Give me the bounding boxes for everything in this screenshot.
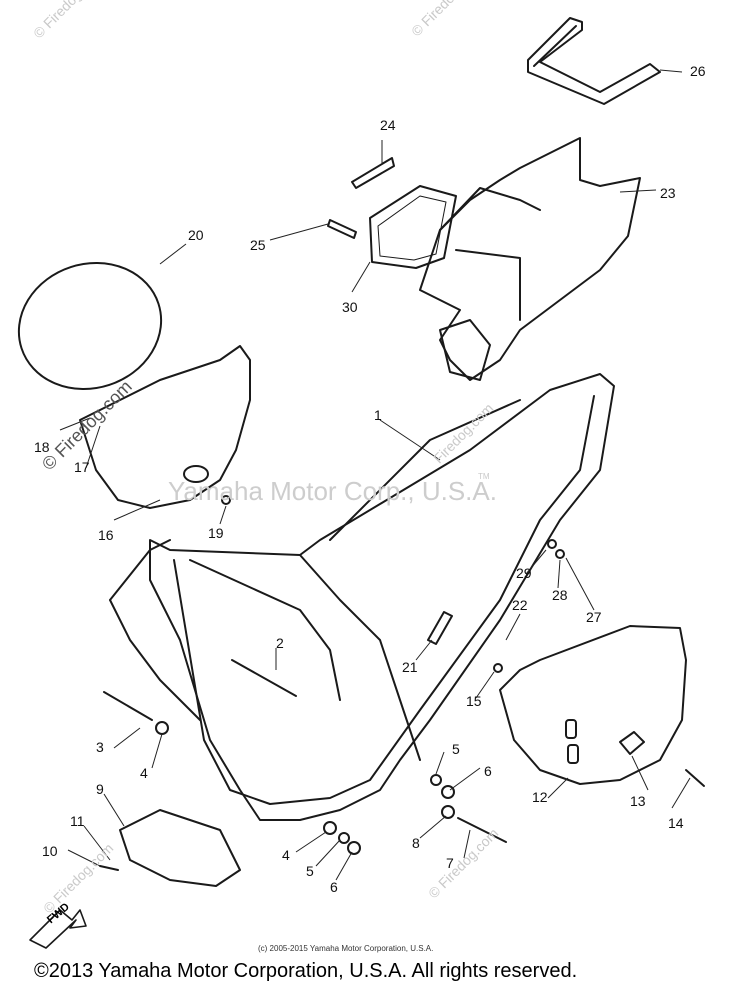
callout-3: 3 — [96, 739, 104, 755]
bracket-21 — [427, 611, 453, 645]
callout-5b: 5 — [306, 863, 314, 879]
bracket-24 — [351, 157, 395, 189]
screw-10 — [99, 865, 119, 871]
callout-10: 10 — [42, 843, 58, 859]
callout-14: 14 — [668, 815, 684, 831]
callout-9: 9 — [96, 781, 104, 797]
callout-26: 26 — [690, 63, 706, 79]
callout-19: 19 — [208, 525, 224, 541]
callout-13: 13 — [630, 793, 646, 809]
callout-21: 21 — [402, 659, 418, 675]
bracket-25 — [327, 219, 357, 239]
grommet-19 — [221, 495, 231, 505]
bolt-2 — [231, 659, 297, 697]
nut-15 — [493, 663, 503, 673]
screw-14 — [685, 769, 705, 787]
nut-6 — [441, 785, 455, 799]
callout-8: 8 — [412, 835, 420, 851]
callout-6b: 6 — [330, 879, 338, 895]
callout-25: 25 — [250, 237, 266, 253]
callout-30: 30 — [342, 299, 358, 315]
callout-4: 4 — [140, 765, 148, 781]
nut-6b — [347, 841, 361, 855]
leader-lines — [59, 69, 691, 881]
washer-8 — [441, 805, 455, 819]
callout-15: 15 — [466, 693, 482, 709]
main-frame — [109, 373, 615, 821]
callout-6: 6 — [484, 763, 492, 779]
callout-18-visible: 18 — [34, 439, 50, 455]
washer-5 — [430, 774, 442, 786]
callout-12: 12 — [532, 789, 548, 805]
washer-4b — [323, 821, 337, 835]
callout-22: 22 — [512, 597, 528, 613]
callout-11: 11 — [70, 813, 85, 829]
callout-4b: 4 — [282, 847, 290, 863]
grab-handle — [527, 17, 661, 105]
bolt-3 — [103, 691, 153, 721]
callout-17: 17 — [74, 459, 90, 475]
callout-27: 27 — [586, 609, 602, 625]
watermark-tm: TM — [478, 472, 490, 481]
rear-fender — [419, 137, 641, 381]
callout-29: 29 — [516, 565, 532, 581]
small-copyright: (c) 2005-2015 Yamaha Motor Corporation, … — [258, 944, 434, 953]
grommet-29 — [547, 539, 557, 549]
callout-24: 24 — [380, 117, 396, 133]
callout-7: 7 — [446, 855, 454, 871]
copyright-notice: ©2013 Yamaha Motor Corporation, U.S.A. A… — [34, 960, 578, 982]
grommet-28 — [555, 549, 565, 559]
side-cover-right — [499, 625, 687, 785]
washer-4 — [155, 721, 169, 735]
bolt-7 — [457, 817, 507, 843]
skid-plate — [119, 809, 241, 887]
clip-13 — [619, 731, 645, 755]
washer-5b — [338, 832, 350, 844]
callout-5: 5 — [452, 741, 460, 757]
watermark-center: Yamaha Motor Corp., U.S.A. — [168, 476, 497, 506]
callout-20: 20 — [188, 227, 204, 243]
fwd-arrow — [29, 909, 87, 949]
callout-16: 16 — [98, 527, 114, 543]
callout-1: 1 — [374, 407, 382, 423]
side-cover-left — [79, 345, 251, 509]
callout-23: 23 — [660, 185, 676, 201]
callout-2: 2 — [276, 635, 284, 651]
number-plate — [17, 261, 163, 391]
callout-28: 28 — [552, 587, 568, 603]
air-filter — [369, 185, 457, 269]
